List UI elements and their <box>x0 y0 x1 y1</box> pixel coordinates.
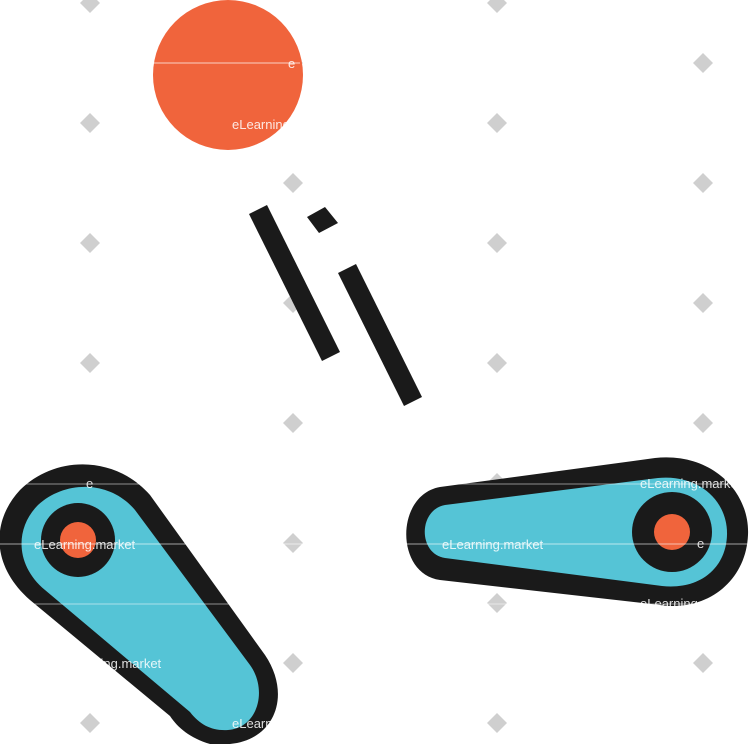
motion-line-right <box>338 264 422 406</box>
watermark-diamond <box>487 113 507 133</box>
watermark-text-layer: eLearning.market eLearning.market eLearn… <box>0 56 750 731</box>
watermark-diamond <box>283 653 303 673</box>
watermark-diamond <box>693 293 713 313</box>
watermark-letter: e <box>288 56 295 71</box>
watermark-text: eLearning.market <box>60 656 162 671</box>
watermark-diamond <box>80 113 100 133</box>
right-flipper-pivot <box>654 514 690 550</box>
watermark-diamond <box>487 0 507 13</box>
watermark-diamond <box>487 233 507 253</box>
watermark-diamond <box>283 413 303 433</box>
watermark-letter: e <box>697 536 704 551</box>
motion-line-small <box>307 207 338 233</box>
watermark-diamond <box>693 173 713 193</box>
motion-line-left <box>249 205 340 361</box>
watermark-diamond <box>80 0 100 13</box>
watermark-diamond <box>80 353 100 373</box>
watermark-text: eLearning.market <box>34 537 136 552</box>
watermark-text: eLearning.market <box>640 476 742 491</box>
watermark-diamond <box>693 653 713 673</box>
watermark-diamond <box>283 173 303 193</box>
watermark-diamond <box>487 353 507 373</box>
right-flipper-icon <box>406 457 749 607</box>
watermark-diamond <box>80 233 100 253</box>
watermark-diamond-grid <box>80 0 713 733</box>
watermark-text: eLearning.market <box>232 716 334 731</box>
watermark-text: eLearning.market <box>232 117 334 132</box>
left-flipper-pivot <box>60 522 96 558</box>
watermark-diamond <box>283 533 303 553</box>
watermark-diamond <box>693 413 713 433</box>
watermark-diamond <box>80 713 100 733</box>
watermark-text: eLearning.market <box>442 537 544 552</box>
watermark-diamond <box>693 53 713 73</box>
watermark-text: eLearning.market <box>640 596 742 611</box>
watermark-letter: e <box>86 476 93 491</box>
pinball-ball-icon <box>153 0 303 150</box>
watermark-diamond <box>487 713 507 733</box>
watermark-diamond <box>487 593 507 613</box>
motion-lines-icon <box>249 205 422 406</box>
